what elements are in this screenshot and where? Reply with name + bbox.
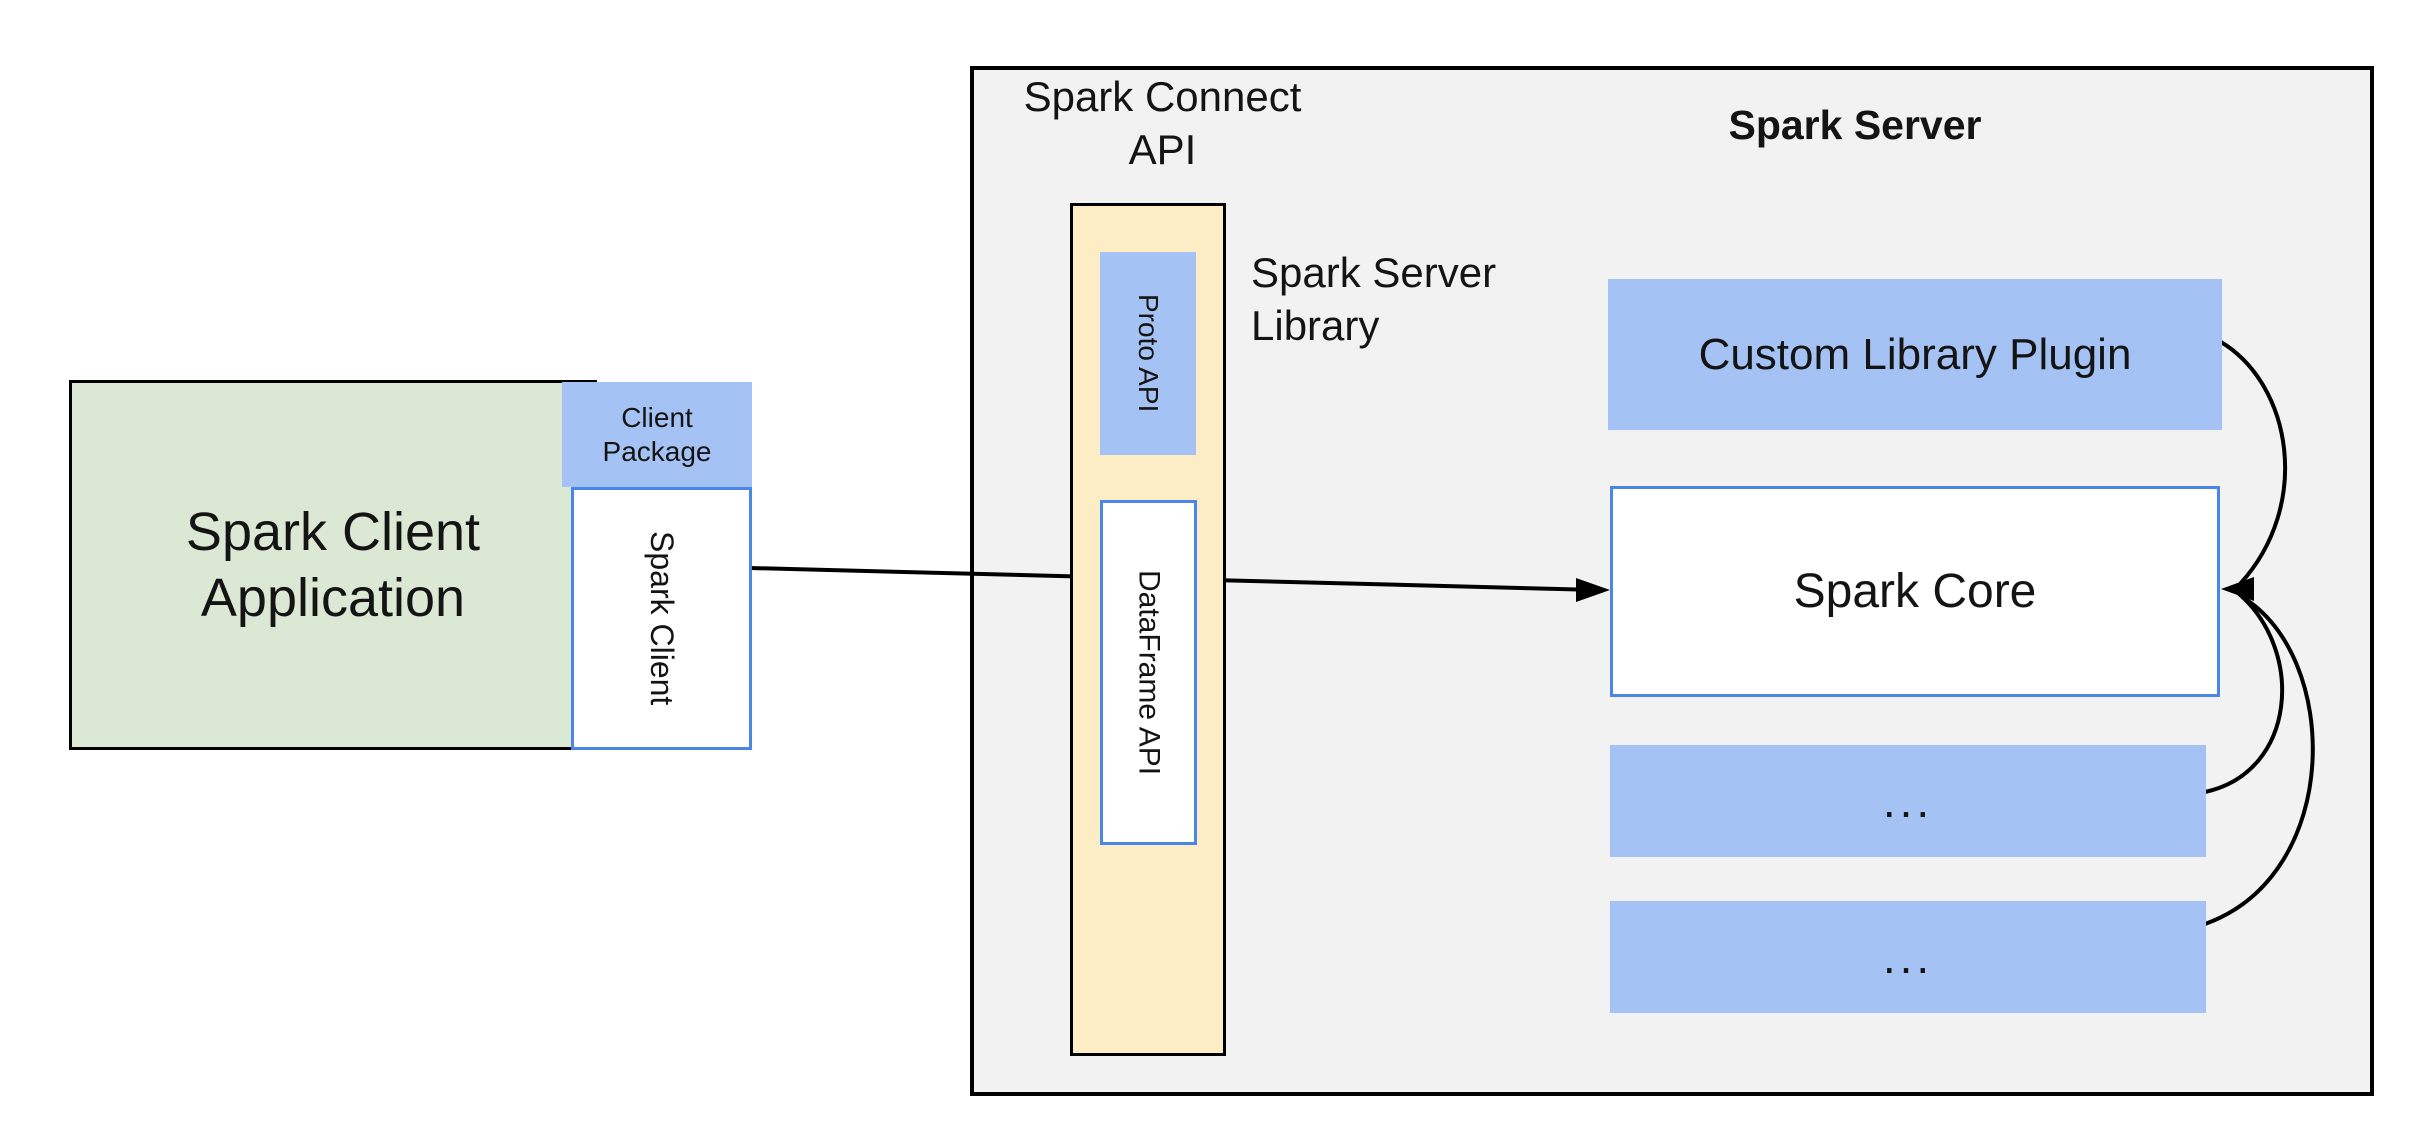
plugin-slot-1-label: ...	[1882, 775, 1934, 827]
spark-connect-api-label: Spark Connect API	[1000, 70, 1325, 176]
plugin-slot-box-2: ...	[1610, 901, 2206, 1013]
spark-connect-api-text: Spark Connect API	[1023, 73, 1302, 173]
custom-library-plugin-label: Custom Library Plugin	[1698, 329, 2132, 379]
spark-client-application-box: Spark Client Application	[69, 380, 597, 750]
plugin-slot-2-label: ...	[1882, 931, 1934, 983]
plugin-slot-box-1: ...	[1610, 745, 2206, 857]
dataframe-api-box: DataFrame API	[1100, 500, 1197, 845]
spark-core-box: Spark Core	[1610, 486, 2220, 697]
spark-server-title-text: Spark Server	[1728, 102, 1982, 148]
proto-api-box: Proto API	[1100, 252, 1196, 455]
spark-client-application-label: Spark Client Application	[185, 502, 481, 628]
spark-client-label: Spark Client	[644, 531, 680, 706]
custom-library-plugin-box: Custom Library Plugin	[1608, 279, 2222, 430]
spark-client-box: Spark Client	[571, 487, 752, 750]
spark-server-library-text: Spark Server Library	[1251, 249, 1497, 349]
client-package-box: Client Package	[562, 382, 752, 487]
proto-api-label: Proto API	[1133, 294, 1164, 413]
spark-core-label: Spark Core	[1793, 565, 2037, 618]
spark-server-library-label: Spark Server Library	[1251, 246, 1591, 352]
spark-server-title: Spark Server	[1655, 102, 2055, 149]
dataframe-api-label: DataFrame API	[1132, 569, 1166, 776]
client-package-label: Client Package	[602, 401, 712, 467]
